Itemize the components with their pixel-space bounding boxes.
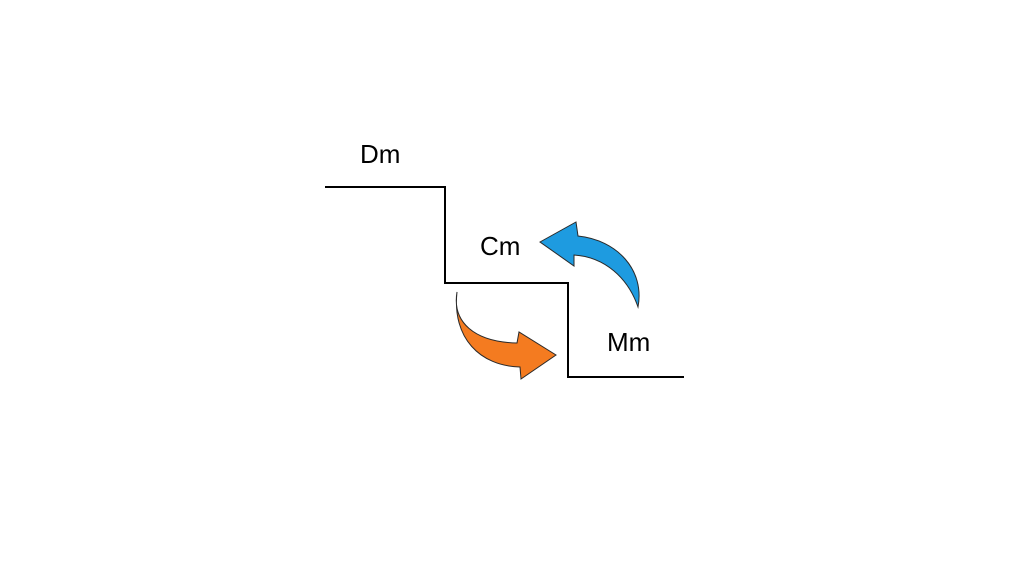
staircase-line [325,186,684,378]
level-label-middle: Cm [480,231,520,261]
down-arrow-icon [455,291,557,380]
up-arrow-icon [539,221,640,309]
level-label-upper: Dm [360,139,400,169]
level-label-lower: Mm [607,327,650,357]
